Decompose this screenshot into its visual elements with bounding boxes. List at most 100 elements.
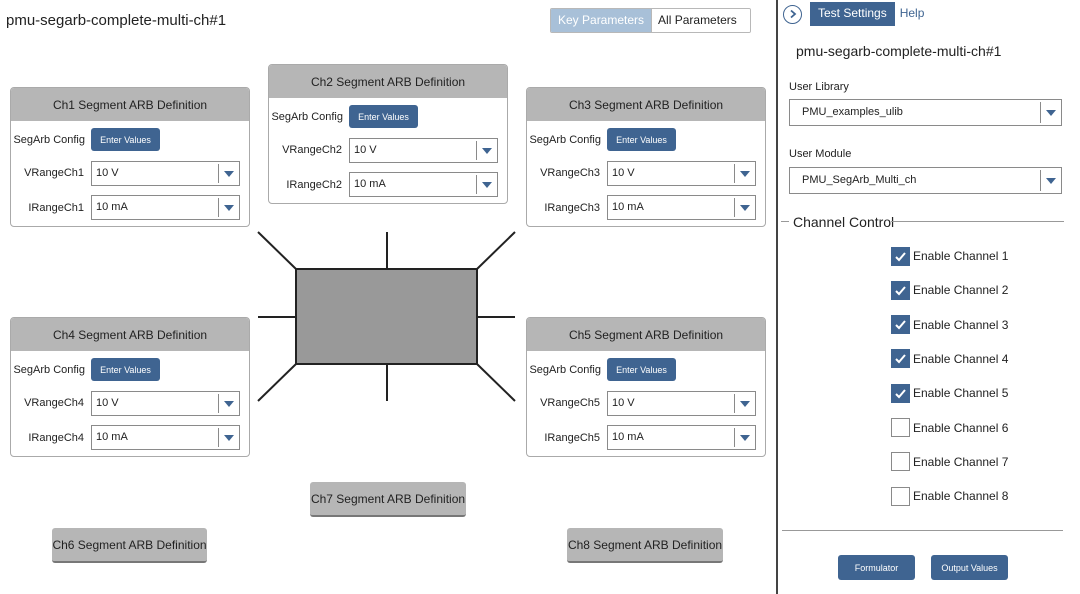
tab-help[interactable]: Help	[894, 2, 930, 26]
ch3-irange-select[interactable]: 10 mA	[607, 195, 756, 220]
panel-divider	[776, 0, 778, 594]
page-title: pmu-segarb-complete-multi-ch#1	[6, 12, 227, 29]
checkmark-icon	[895, 286, 906, 296]
ch2-enter-values-button[interactable]: Enter Values	[349, 105, 418, 128]
tab-test-settings[interactable]: Test Settings	[810, 2, 895, 26]
ch1-irange-select[interactable]: 10 mA	[91, 195, 240, 220]
enable-channel-2-row[interactable]: Enable Channel 2	[891, 280, 1008, 300]
ch1-segarb-panel: Ch1 Segment ARB Definition SegArb Config…	[10, 87, 250, 227]
user-module-select[interactable]: PMU_SegArb_Multi_ch	[789, 167, 1062, 194]
ch3-segarb-config-label: SegArb Config	[529, 134, 601, 146]
enable-channel-4-checkbox[interactable]	[891, 349, 910, 369]
output-values-button[interactable]: Output Values	[931, 555, 1008, 580]
group-divider	[891, 221, 1064, 222]
enable-channel-3-checkbox[interactable]	[891, 315, 910, 335]
connector-line	[476, 231, 516, 270]
ch2-vrange-select[interactable]: 10 V	[349, 138, 498, 163]
enable-channel-1-checkbox[interactable]	[891, 246, 910, 266]
chevron-down-icon	[1040, 102, 1061, 123]
ch4-irange-label: IRangeCh4	[28, 432, 84, 444]
ch2-vrange-label: VRangeCh2	[282, 144, 342, 156]
enable-channel-6-label: Enable Channel 6	[913, 420, 1009, 435]
ch4-irange-select[interactable]: 10 mA	[91, 425, 240, 450]
ch6-segarb-panel-collapsed[interactable]: Ch6 Segment ARB Definition	[52, 528, 207, 563]
ch5-irange-select[interactable]: 10 mA	[607, 425, 756, 450]
checkmark-icon	[895, 320, 906, 330]
device-diagram	[257, 231, 516, 402]
ch2-irange-label: IRangeCh2	[286, 179, 342, 191]
enable-channel-3-row[interactable]: Enable Channel 3	[891, 315, 1008, 335]
ch2-irange-select[interactable]: 10 mA	[349, 172, 498, 197]
ch1-vrange-select[interactable]: 10 V	[91, 161, 240, 186]
chevron-right-circle-icon[interactable]	[783, 4, 802, 24]
enable-channel-1-label: Enable Channel 1	[913, 249, 1009, 263]
user-library-label: User Library	[789, 81, 849, 93]
enable-channel-6-row[interactable]: Enable Channel 6	[891, 418, 1008, 438]
chevron-down-icon	[476, 175, 497, 194]
parameter-view-toggle: Key Parameters All Parameters	[550, 8, 751, 33]
ch3-vrange-value: 10 V	[612, 167, 635, 179]
ch2-segarb-config-label: SegArb Config	[271, 111, 343, 123]
ch3-vrange-select[interactable]: 10 V	[607, 161, 756, 186]
enable-channel-4-row[interactable]: Enable Channel 4	[891, 349, 1008, 369]
ch7-segarb-panel-collapsed[interactable]: Ch7 Segment ARB Definition	[310, 482, 466, 517]
user-module-value: PMU_SegArb_Multi_ch	[802, 174, 917, 186]
ch3-enter-values-button[interactable]: Enter Values	[607, 128, 676, 151]
ch3-irange-label: IRangeCh3	[544, 202, 600, 214]
ch1-irange-value: 10 mA	[96, 201, 128, 213]
ch2-vrange-value: 10 V	[354, 144, 377, 156]
ch8-segarb-panel-collapsed[interactable]: Ch8 Segment ARB Definition	[567, 528, 723, 563]
ch5-vrange-label: VRangeCh5	[540, 397, 600, 409]
ch4-vrange-select[interactable]: 10 V	[91, 391, 240, 416]
ch4-vrange-label: VRangeCh4	[24, 397, 84, 409]
sidebar-title: pmu-segarb-complete-multi-ch#1	[796, 43, 1002, 59]
group-divider	[781, 221, 789, 222]
enable-channel-5-checkbox[interactable]	[891, 383, 910, 403]
ch4-segarb-panel: Ch4 Segment ARB Definition SegArb Config…	[10, 317, 250, 457]
ch4-panel-title: Ch4 Segment ARB Definition	[11, 318, 249, 351]
user-library-select[interactable]: PMU_examples_ulib	[789, 99, 1062, 126]
section-divider	[782, 530, 1063, 531]
ch4-enter-values-button[interactable]: Enter Values	[91, 358, 160, 381]
enable-channel-5-label: Enable Channel 5	[913, 386, 1009, 401]
chevron-down-icon	[218, 394, 239, 413]
chevron-down-icon	[476, 141, 497, 160]
ch5-irange-label: IRangeCh5	[544, 432, 600, 444]
enable-channel-1-row[interactable]: Enable Channel 1	[891, 246, 1008, 266]
formulator-button[interactable]: Formulator	[838, 555, 915, 580]
ch2-segarb-panel: Ch2 Segment ARB Definition SegArb Config…	[268, 64, 508, 204]
device-body	[295, 268, 478, 365]
ch5-enter-values-button[interactable]: Enter Values	[607, 358, 676, 381]
all-parameters-toggle[interactable]: All Parameters	[651, 9, 750, 32]
chevron-down-icon	[734, 428, 755, 447]
key-parameters-toggle[interactable]: Key Parameters	[551, 9, 652, 32]
enable-channel-8-row[interactable]: Enable Channel 8	[891, 486, 1008, 506]
ch1-panel-title: Ch1 Segment ARB Definition	[11, 88, 249, 121]
enable-channel-2-checkbox[interactable]	[891, 280, 910, 300]
ch3-panel-title: Ch3 Segment ARB Definition	[527, 88, 765, 121]
enable-channel-7-row[interactable]: Enable Channel 7	[891, 452, 1008, 472]
chevron-down-icon	[218, 428, 239, 447]
enable-channel-2-label: Enable Channel 2	[913, 283, 1009, 298]
enable-channel-8-checkbox[interactable]	[891, 486, 910, 506]
ch3-vrange-label: VRangeCh3	[540, 167, 600, 179]
ch1-enter-values-button[interactable]: Enter Values	[91, 128, 160, 151]
connector-line	[476, 363, 516, 402]
enable-channel-8-label: Enable Channel 8	[913, 489, 1009, 504]
chevron-down-icon	[734, 164, 755, 183]
ch1-vrange-label: VRangeCh1	[24, 167, 84, 179]
ch5-vrange-value: 10 V	[612, 397, 635, 409]
channel-control-title: Channel Control	[793, 214, 895, 230]
ch3-segarb-panel: Ch3 Segment ARB Definition SegArb Config…	[526, 87, 766, 227]
enable-channel-7-checkbox[interactable]	[891, 452, 910, 472]
enable-channel-5-row[interactable]: Enable Channel 5	[891, 383, 1008, 403]
enable-channel-6-checkbox[interactable]	[891, 418, 910, 437]
ch5-irange-value: 10 mA	[612, 431, 644, 443]
settings-sidebar: Test Settings Help pmu-segarb-complete-m…	[778, 0, 1080, 594]
checkmark-icon	[895, 389, 906, 399]
chevron-down-icon	[218, 164, 239, 183]
ch1-irange-label: IRangeCh1	[28, 202, 84, 214]
checkmark-icon	[895, 251, 906, 261]
ch5-vrange-select[interactable]: 10 V	[607, 391, 756, 416]
chevron-down-icon	[218, 198, 239, 217]
